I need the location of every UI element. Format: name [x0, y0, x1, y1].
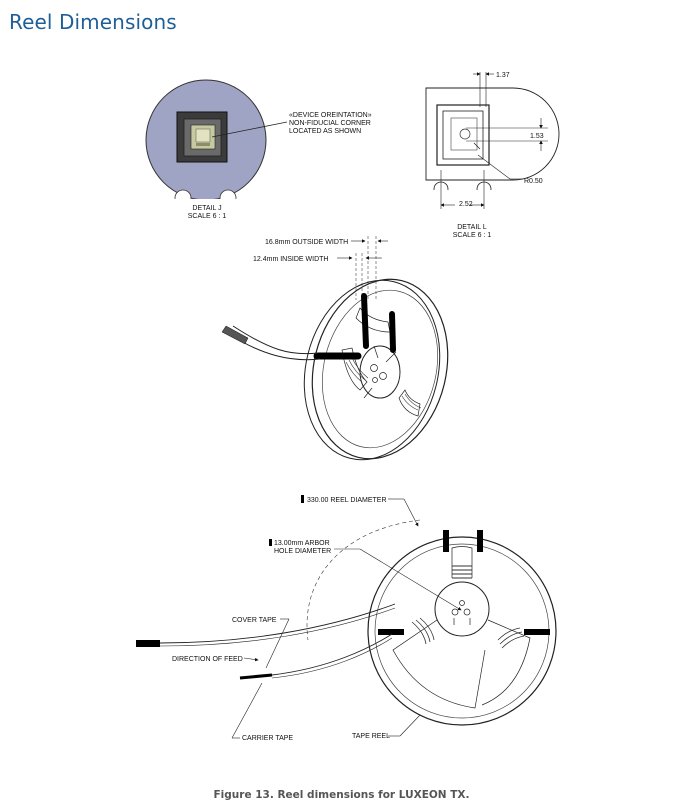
- detail-j-callout-line1: «DEVICE OREINTATION»: [289, 112, 372, 119]
- detail-l-name: DETAIL L: [457, 224, 487, 231]
- detail-l-dim-top: 1.37: [496, 72, 510, 79]
- tape-reel-label: TAPE REEL: [352, 733, 390, 740]
- detail-j-callout-line3: LOCATED AS SHOWN: [289, 128, 361, 135]
- figure-caption: Figure 13. Reel dimensions for LUXEON TX…: [213, 789, 470, 801]
- detail-l-radius: R0.50: [524, 178, 543, 185]
- detail-l-dim-bottom: 2.52: [459, 201, 473, 208]
- direction-of-feed-label: DIRECTION OF FEED: [172, 656, 243, 663]
- detail-j-view: «DEVICE OREINTATION» NON-FIDUCIAL CORNER…: [145, 79, 372, 220]
- arbor-label-line1: 13.00mm ARBOR: [274, 540, 330, 547]
- reel-diameter-label: 330.00 REEL DIAMETER: [307, 497, 387, 504]
- detail-j-callout-line2: NON-FIDUCIAL CORNER: [289, 120, 371, 127]
- page-title: Reel Dimensions: [9, 10, 177, 34]
- detail-j-scale: SCALE 6 : 1: [188, 213, 227, 220]
- detail-l-dim-right: 1.53: [530, 133, 544, 140]
- detail-l-view: 1.37 1.53 R0.50 2.52 DETAIL L SCALE 6 : …: [420, 72, 560, 239]
- detail-l-scale: SCALE 6 : 1: [453, 232, 492, 239]
- carrier-tape-label: CARRIER TAPE: [242, 735, 293, 742]
- detail-j-name: DETAIL J: [192, 205, 221, 212]
- arbor-label-line2: HOLE DIAMETER: [274, 548, 331, 555]
- isometric-reel-view: 16.8mm OUTSIDE WIDTH 12.4mm INSIDE WIDTH: [221, 236, 449, 461]
- cover-tape-label: COVER TAPE: [232, 617, 277, 624]
- outside-width-label: 16.8mm OUTSIDE WIDTH: [265, 239, 348, 246]
- front-reel-view: 330.00 REEL DIAMETER 13.00mm ARBOR HOLE …: [136, 495, 557, 742]
- inside-width-label: 12.4mm INSIDE WIDTH: [253, 256, 328, 263]
